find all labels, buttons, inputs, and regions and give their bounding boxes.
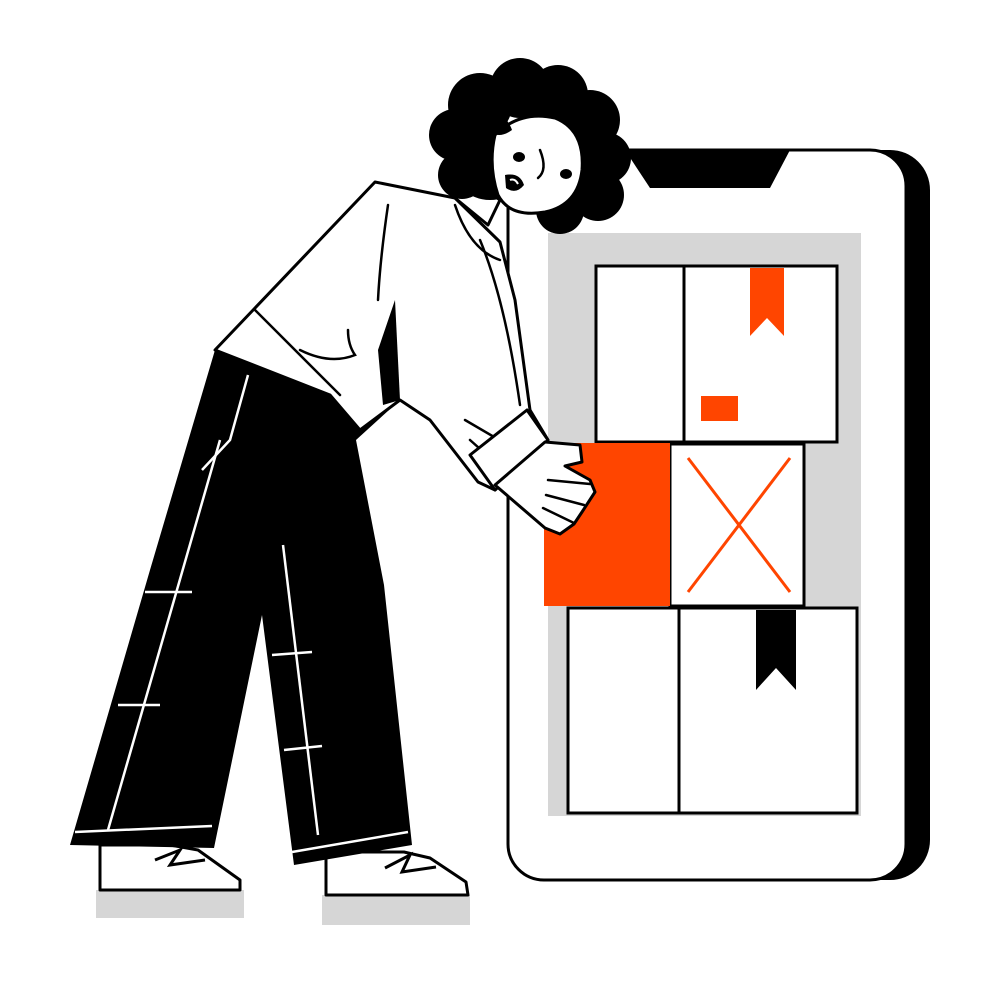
trouser-seams <box>74 374 409 854</box>
floor-shadow <box>96 890 244 918</box>
person-illustration <box>70 58 631 925</box>
shoe-lace <box>384 851 437 874</box>
finger-lines <box>541 478 592 525</box>
bookmark-tag-icon <box>756 610 796 690</box>
box-bottom <box>566 606 859 815</box>
box-stack <box>544 264 859 815</box>
floor-shadow <box>322 895 470 925</box>
phone-notch <box>625 150 790 188</box>
hair-curl <box>488 115 512 135</box>
shoe-lace <box>154 846 206 867</box>
cross-line <box>686 457 792 593</box>
box-top <box>594 264 839 444</box>
eye <box>513 152 525 162</box>
box-middle <box>668 442 806 608</box>
sleeve-cuff <box>468 408 550 492</box>
label-sticker <box>701 396 738 421</box>
shoe-left <box>98 843 242 892</box>
eye <box>560 169 572 179</box>
trousers <box>70 350 412 865</box>
mouth <box>505 174 524 191</box>
collar-shadow <box>378 300 400 405</box>
nose <box>536 148 545 180</box>
shoe-right <box>324 850 470 897</box>
hand <box>493 440 597 536</box>
bookmark-tag-icon <box>750 268 784 336</box>
